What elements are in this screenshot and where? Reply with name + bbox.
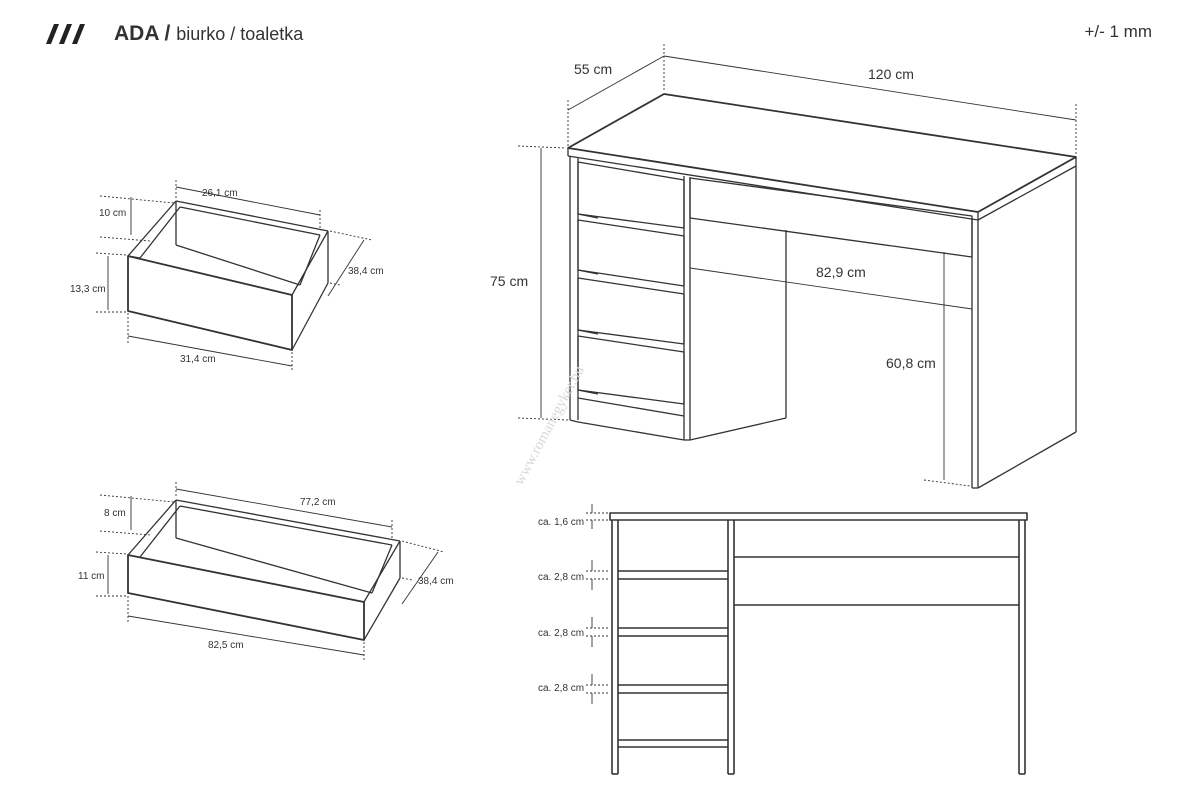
- front-gap-label-2: ca. 2,8 cm: [538, 572, 584, 583]
- page-title: ADA / biurko / toaletka: [114, 22, 303, 46]
- small-drawer-dimensions: [95, 180, 373, 372]
- small-drawer-front-width-label: 31,4 cm: [180, 354, 216, 365]
- small-drawer-front-height-label: 13,3 cm: [70, 284, 106, 295]
- tolerance-note: +/- 1 mm: [1084, 22, 1152, 41]
- large-drawer-width-top-label: 77,2 cm: [300, 497, 336, 508]
- large-drawer: [127, 499, 401, 641]
- small-drawer: [127, 200, 329, 351]
- small-drawer-width-top-label: 26,1 cm: [202, 188, 238, 199]
- small-drawer-depth-label: 38,4 cm: [348, 266, 384, 277]
- header: ADA / biurko / toaletka +/- 1 mm: [0, 0, 1200, 60]
- product-subtitle: biurko / toaletka: [176, 24, 304, 44]
- front-gap-label-3: ca. 2,8 cm: [538, 628, 584, 639]
- desk-height-label: 75 cm: [490, 273, 528, 289]
- small-drawer-inner-height-label: 10 cm: [99, 208, 126, 219]
- desk-knee-height-label: 60,8 cm: [886, 355, 936, 371]
- desk-width-label: 120 cm: [868, 66, 914, 82]
- desk-isometric: [567, 93, 1077, 489]
- watermark-text: www.romanegyker.hu: [511, 363, 587, 488]
- desk-knee-width-label: 82,9 cm: [816, 264, 866, 280]
- large-drawer-front-width-label: 82,5 cm: [208, 640, 244, 651]
- large-drawer-dimensions: [95, 482, 445, 660]
- brand-name: ADA /: [114, 22, 171, 45]
- front-view-gap-markers: [586, 504, 610, 704]
- large-drawer-depth-label: 38,4 cm: [418, 576, 454, 587]
- desk-depth-label: 55 cm: [574, 61, 612, 77]
- large-drawer-front-height-label: 11 cm: [78, 571, 105, 582]
- desk-front-view: [609, 512, 1028, 775]
- front-gap-label-4: ca. 2,8 cm: [538, 683, 584, 694]
- large-drawer-inner-height-label: 8 cm: [104, 508, 126, 519]
- three-slashes-logo-icon: [46, 24, 85, 44]
- front-gap-label-1: ca. 1,6 cm: [538, 517, 584, 528]
- desk-dimensions: [517, 44, 1077, 487]
